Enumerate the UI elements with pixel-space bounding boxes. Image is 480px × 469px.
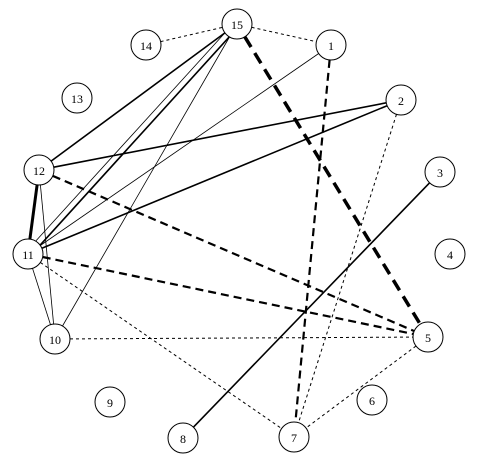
node-circle-11 bbox=[12, 238, 44, 270]
node-12: 12 bbox=[23, 154, 55, 186]
node-circle-3 bbox=[424, 156, 456, 188]
edge-15-10 bbox=[62, 36, 230, 327]
node-10: 10 bbox=[39, 323, 71, 355]
edge-14-15 bbox=[160, 26, 223, 43]
node-9: 9 bbox=[94, 386, 126, 418]
node-circle-5 bbox=[412, 321, 444, 353]
edge-1-7 bbox=[294, 59, 331, 423]
node-circle-6 bbox=[356, 384, 388, 416]
node-label-6: 6 bbox=[369, 394, 375, 408]
node-circle-12 bbox=[23, 154, 55, 186]
node-3: 3 bbox=[424, 156, 456, 188]
node-label-3: 3 bbox=[437, 166, 443, 180]
node-4: 4 bbox=[434, 238, 466, 270]
node-7: 7 bbox=[278, 421, 310, 453]
edge-11-10 bbox=[32, 268, 51, 325]
node-2: 2 bbox=[385, 84, 417, 116]
node-label-15: 15 bbox=[231, 18, 243, 32]
edge-15-1 bbox=[251, 26, 317, 43]
node-8: 8 bbox=[167, 422, 199, 454]
node-circle-1 bbox=[315, 29, 347, 61]
node-label-5: 5 bbox=[425, 331, 431, 345]
node-label-4: 4 bbox=[447, 248, 453, 262]
node-label-13: 13 bbox=[71, 92, 83, 106]
edge-2-12 bbox=[53, 102, 387, 168]
node-label-11: 11 bbox=[22, 248, 34, 262]
edge-15-11 bbox=[39, 36, 230, 246]
node-circle-8 bbox=[167, 422, 199, 454]
node-11: 11 bbox=[12, 238, 44, 270]
node-1: 1 bbox=[315, 29, 347, 61]
node-6: 6 bbox=[356, 384, 388, 416]
edge-5-7 bbox=[305, 345, 417, 429]
edge-15-12 bbox=[50, 32, 226, 162]
node-circle-13 bbox=[61, 82, 93, 114]
edge-11-7 bbox=[40, 262, 282, 429]
node-label-7: 7 bbox=[291, 431, 297, 445]
node-15: 15 bbox=[221, 8, 253, 40]
node-14: 14 bbox=[130, 29, 162, 61]
node-label-8: 8 bbox=[180, 432, 186, 446]
edge-3-8 bbox=[192, 182, 431, 428]
edge-2-11 bbox=[41, 104, 388, 250]
edge-12-5 bbox=[52, 174, 415, 333]
node-circle-2 bbox=[385, 84, 417, 116]
node-label-10: 10 bbox=[49, 333, 61, 347]
node-label-12: 12 bbox=[33, 164, 45, 178]
node-circle-9 bbox=[94, 386, 126, 418]
node-label-1: 1 bbox=[328, 39, 334, 53]
node-5: 5 bbox=[412, 321, 444, 353]
node-circle-10 bbox=[39, 323, 71, 355]
node-circle-15 bbox=[221, 8, 253, 40]
edge-11-5 bbox=[42, 255, 414, 336]
edge-15-11 bbox=[35, 32, 225, 242]
node-13: 13 bbox=[61, 82, 93, 114]
node-circle-7 bbox=[278, 421, 310, 453]
edges-layer bbox=[28, 26, 431, 429]
edge-12-10 bbox=[40, 184, 54, 325]
edge-12-11 bbox=[28, 184, 39, 240]
node-label-2: 2 bbox=[398, 94, 404, 108]
edge-1-11 bbox=[40, 53, 319, 246]
node-circle-4 bbox=[434, 238, 466, 270]
node-label-14: 14 bbox=[140, 39, 152, 53]
node-label-9: 9 bbox=[107, 396, 113, 410]
node-circle-14 bbox=[130, 29, 162, 61]
